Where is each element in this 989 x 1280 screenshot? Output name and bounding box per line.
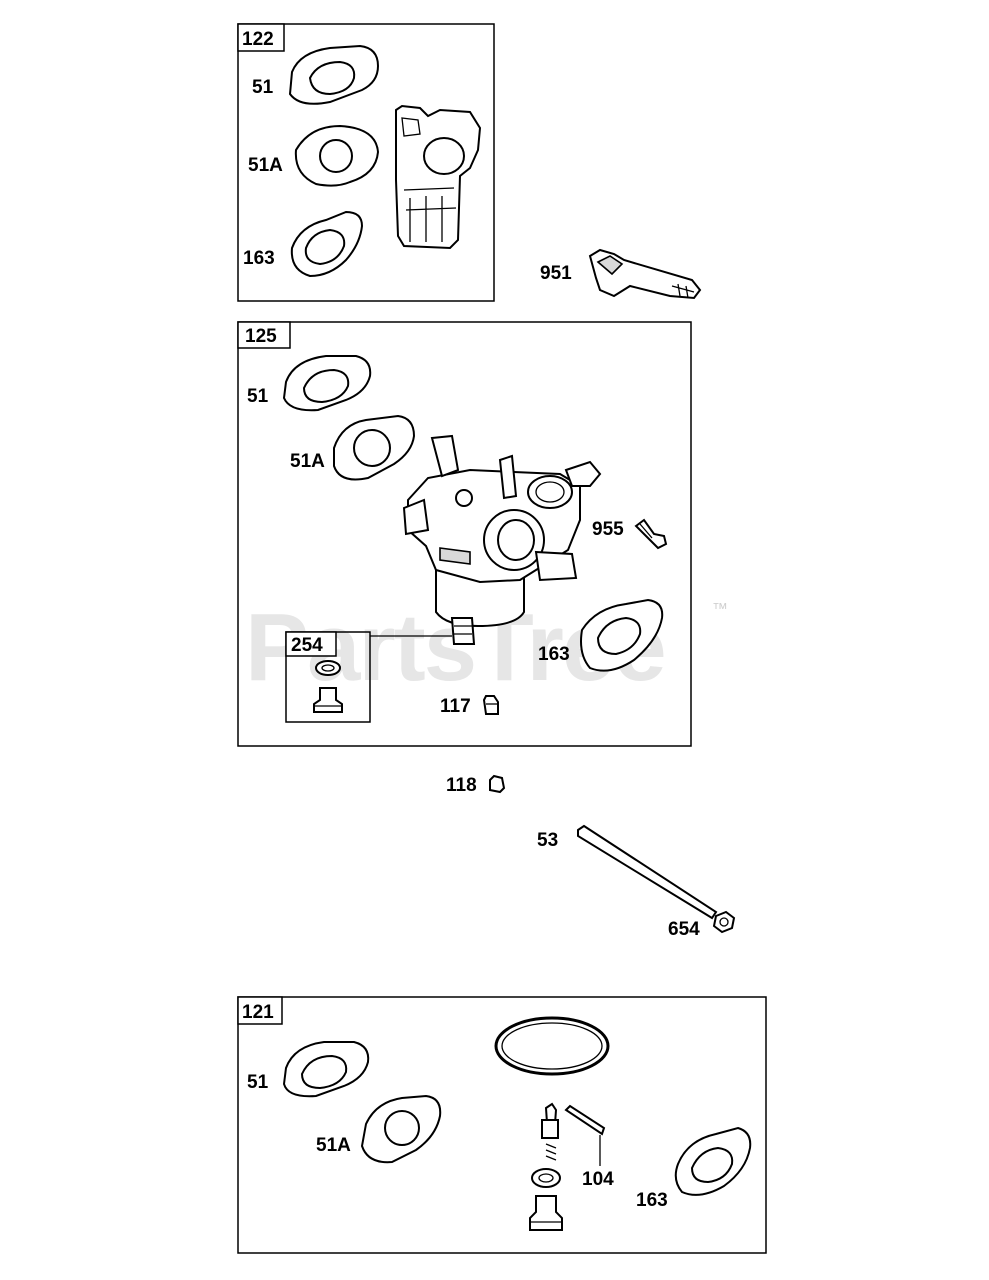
kit-125-number[interactable]: 125 bbox=[245, 326, 277, 347]
gasket-part[interactable] bbox=[290, 210, 364, 278]
part-label[interactable]: 117 bbox=[440, 696, 471, 717]
part-label[interactable]: 51A bbox=[316, 1135, 351, 1156]
jet-part[interactable] bbox=[482, 695, 499, 715]
part-label[interactable]: 163 bbox=[243, 248, 275, 269]
bowl-nut-part[interactable] bbox=[529, 1195, 563, 1231]
gasket-part[interactable] bbox=[288, 44, 380, 105]
nut-group[interactable]: 654 bbox=[668, 910, 736, 940]
screw-part[interactable] bbox=[634, 518, 668, 550]
kit-125-frame bbox=[237, 321, 692, 747]
kit-254-tag bbox=[285, 631, 337, 657]
lever-part[interactable] bbox=[588, 248, 702, 300]
kit-122-group[interactable]: 122 51 51A 163 bbox=[237, 23, 495, 302]
stud-group[interactable]: 53 bbox=[537, 824, 718, 920]
stud-part[interactable] bbox=[577, 824, 718, 920]
part-label[interactable]: 51A bbox=[248, 155, 283, 176]
kit-254-number[interactable]: 254 bbox=[291, 635, 323, 656]
part-label[interactable]: 104 bbox=[582, 1169, 614, 1190]
part-label[interactable]: 163 bbox=[636, 1190, 668, 1211]
part-label[interactable]: 955 bbox=[592, 519, 624, 540]
kit-121-frame bbox=[237, 996, 767, 1254]
kit-122-tag bbox=[237, 23, 285, 52]
part-label[interactable]: 654 bbox=[668, 919, 700, 940]
kit-121-group[interactable]: 121 51 51A 104 bbox=[237, 996, 767, 1254]
part-label[interactable]: 51A bbox=[290, 451, 325, 472]
gasket-part[interactable] bbox=[580, 598, 664, 672]
kit-121-number[interactable]: 121 bbox=[242, 1002, 274, 1023]
gasket-part[interactable] bbox=[360, 1094, 442, 1164]
gasket-part[interactable] bbox=[333, 414, 416, 481]
part-label[interactable]: 951 bbox=[540, 263, 572, 284]
gasket-part[interactable] bbox=[294, 124, 380, 187]
gasket-part[interactable] bbox=[674, 1126, 752, 1196]
watermark-trademark: ™ bbox=[712, 601, 728, 618]
spacer-gasket-part[interactable] bbox=[395, 104, 482, 250]
gasket-part[interactable] bbox=[282, 355, 372, 412]
part-label[interactable]: 53 bbox=[537, 830, 558, 851]
kit-254-group[interactable]: 254 bbox=[285, 631, 371, 723]
part-label[interactable]: 51 bbox=[247, 1072, 269, 1093]
needle-valve-part[interactable] bbox=[541, 1102, 559, 1161]
part-label[interactable]: 51 bbox=[247, 386, 269, 407]
kit-122-frame bbox=[237, 23, 495, 302]
kit-125-group[interactable]: 125 51 51A 955 bbox=[237, 321, 692, 747]
washer-part[interactable] bbox=[315, 660, 341, 676]
pin-part[interactable] bbox=[564, 1104, 606, 1136]
o-ring-part[interactable] bbox=[494, 1016, 610, 1076]
choke-lever-group[interactable]: 951 bbox=[540, 248, 702, 300]
jet-118-group[interactable]: 118 bbox=[446, 774, 506, 796]
bowl-screw-part[interactable] bbox=[313, 687, 343, 713]
part-label[interactable]: 51 bbox=[252, 77, 274, 98]
carburetor-part[interactable] bbox=[402, 434, 602, 645]
part-label[interactable]: 163 bbox=[538, 644, 570, 665]
part-label[interactable]: 118 bbox=[446, 775, 477, 796]
kit-125-tag bbox=[237, 321, 291, 349]
kit-122-number[interactable]: 122 bbox=[242, 29, 274, 50]
nut-part[interactable] bbox=[712, 910, 736, 934]
jet-part[interactable] bbox=[489, 774, 506, 794]
kit-121-tag bbox=[237, 996, 283, 1025]
washer-part[interactable] bbox=[531, 1168, 561, 1188]
gasket-part[interactable] bbox=[282, 1041, 370, 1098]
